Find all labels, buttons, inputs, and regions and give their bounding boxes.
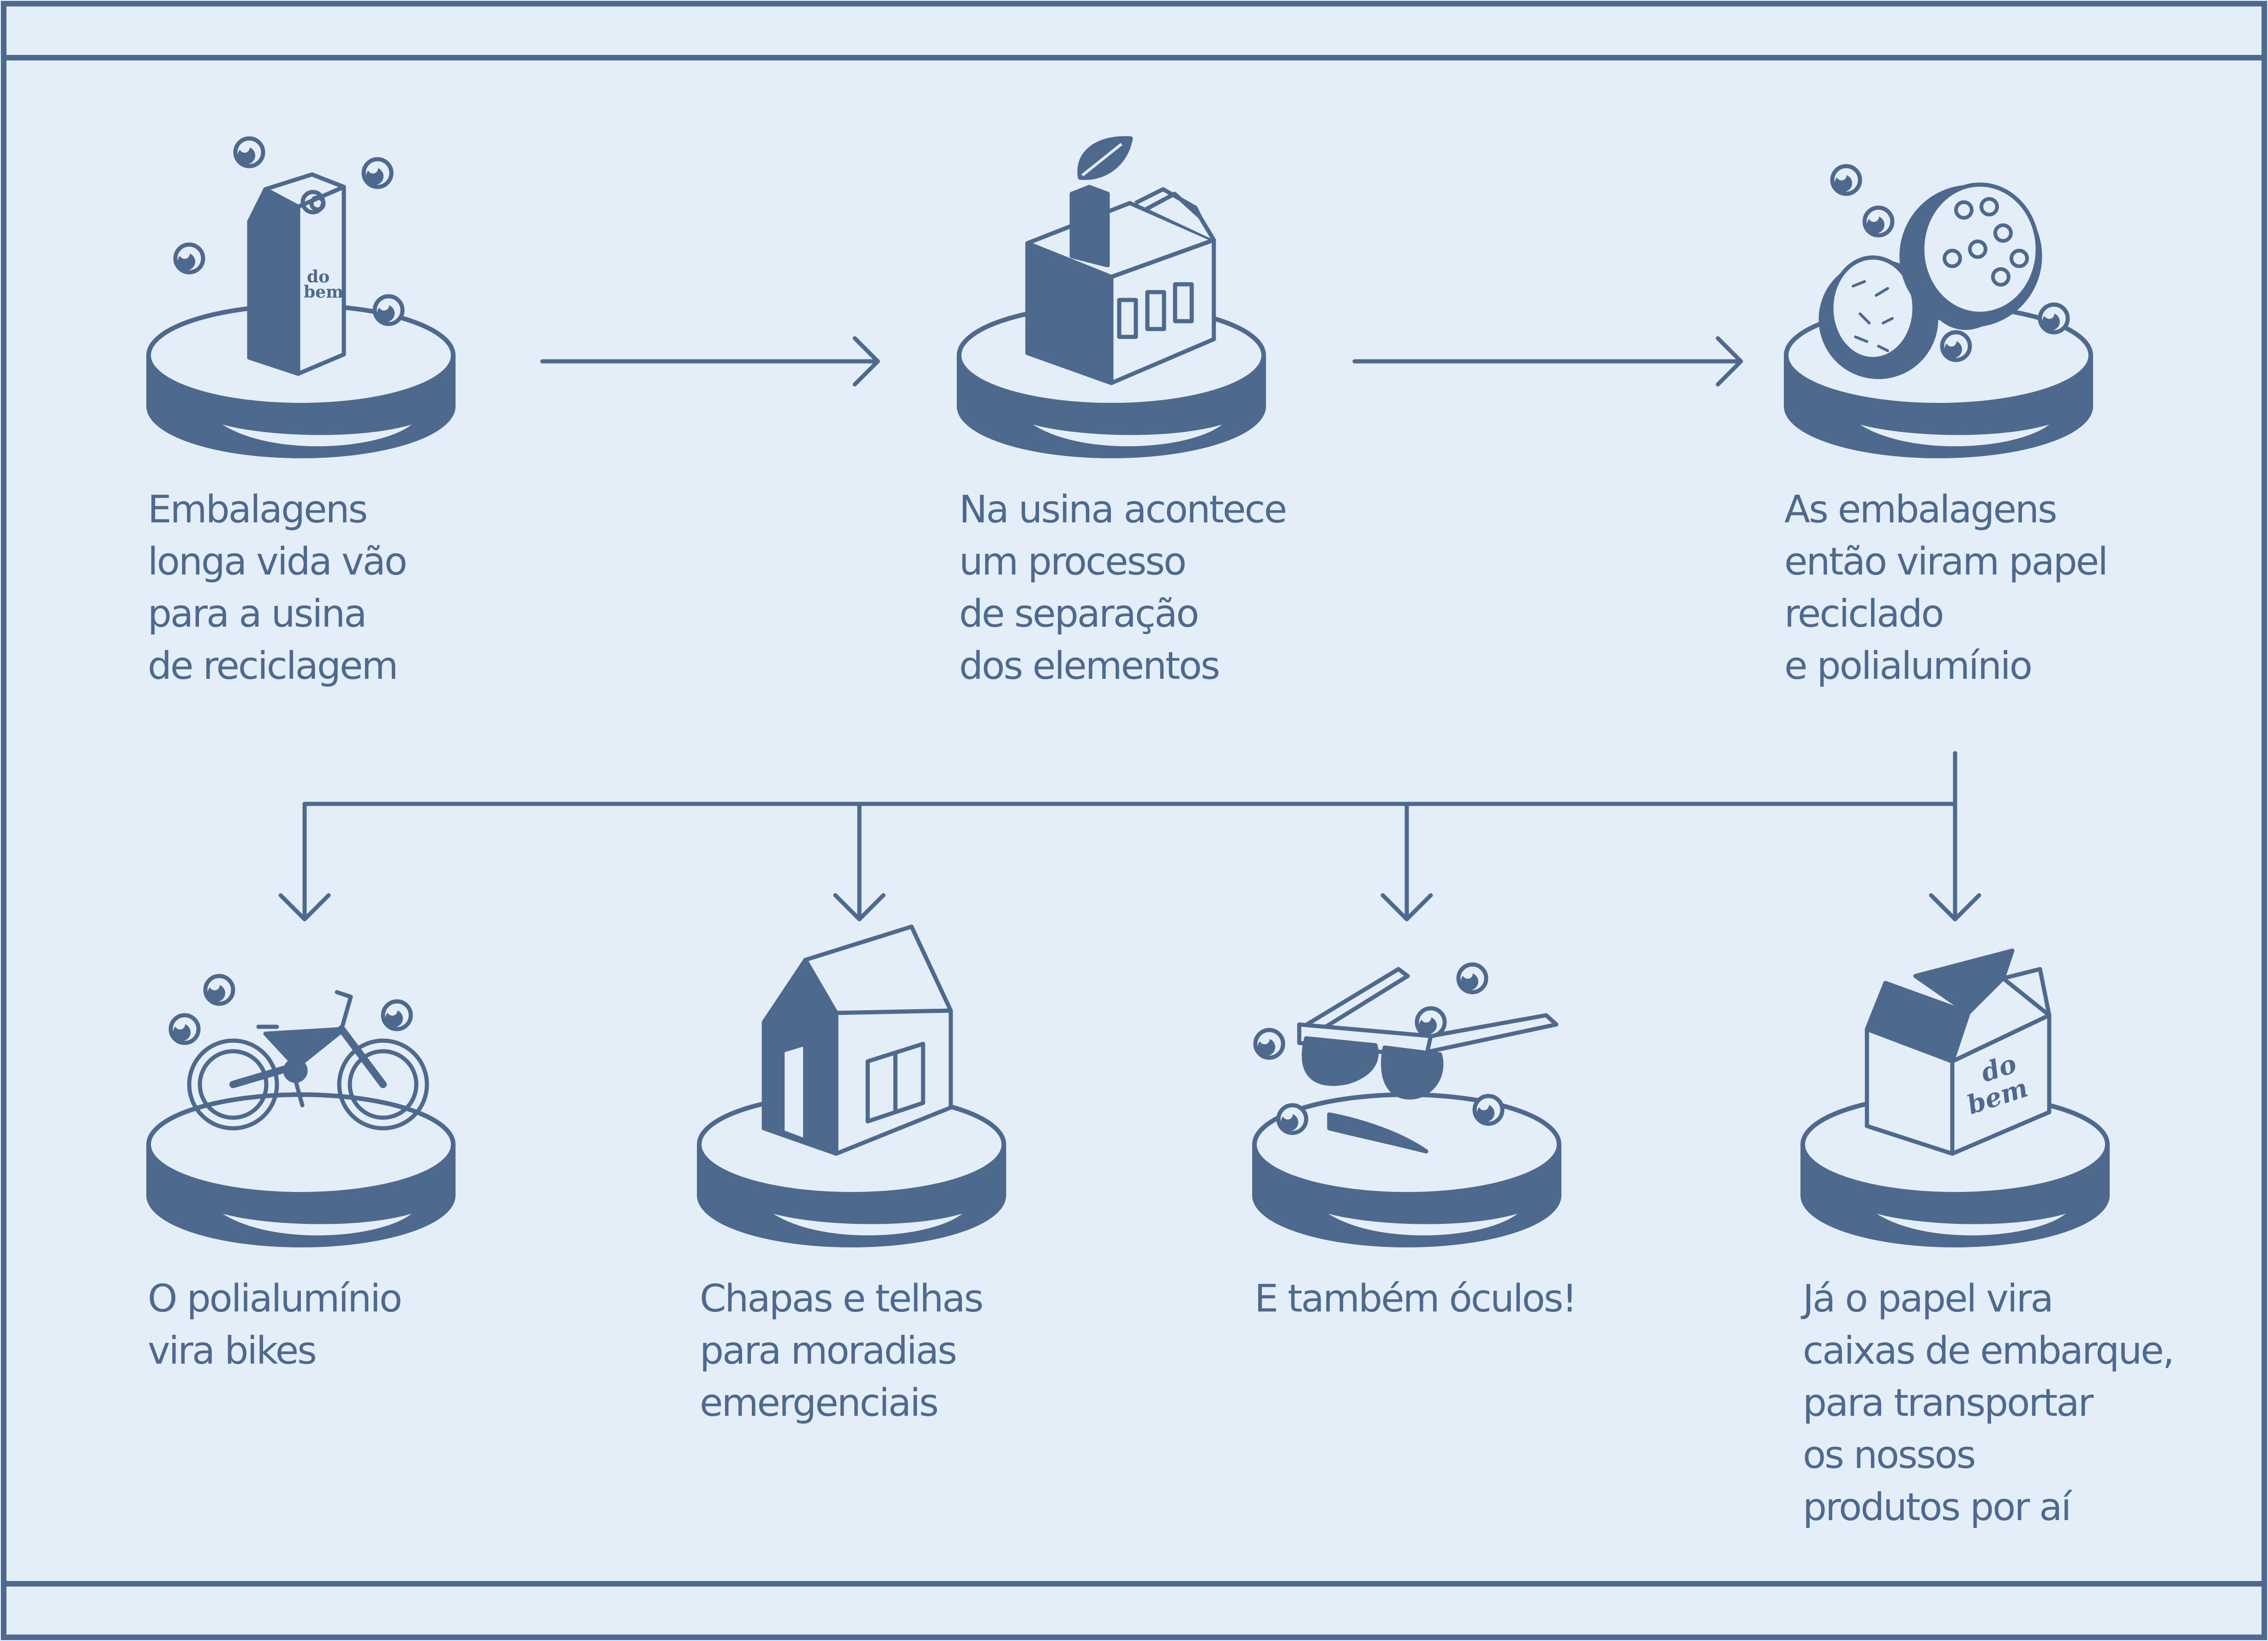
caption-line: para transportar — [1803, 1381, 2094, 1425]
outcome-3-caption: E também óculos! — [1254, 1273, 1577, 1325]
step-3-caption: As embalagens então viram papel reciclad… — [1784, 484, 2108, 692]
sunglasses-icon — [1297, 967, 1559, 1154]
step-2-caption: Na usina acontece um processo de separaç… — [959, 484, 1287, 692]
caption-line: As embalagens — [1784, 488, 2058, 532]
house-icon — [762, 924, 953, 1156]
milk-carton-icon: do bem — [247, 172, 346, 376]
caption-line: os nossos — [1803, 1433, 1976, 1477]
caption-line: então viram papel — [1784, 540, 2108, 584]
caption-line: Embalagens — [148, 488, 368, 532]
step-2-illustration — [959, 136, 1264, 456]
caption-line: Chapas e telhas — [700, 1277, 984, 1321]
step-3-illustration — [1786, 166, 2091, 456]
outcome-1-illustration — [149, 976, 453, 1245]
step-1-caption: Embalagens longa vida vão para a usina d… — [148, 484, 408, 692]
outcome-4-caption: Já o papel vira caixas de embarque, para… — [1803, 1273, 2175, 1533]
caption-line: e polialumínio — [1784, 644, 2033, 688]
caption-line: produtos por aí — [1803, 1485, 2071, 1529]
caption-line: longa vida vão — [148, 540, 408, 584]
caption-line: E também óculos! — [1254, 1277, 1577, 1321]
carton-logo: do — [307, 267, 330, 287]
outcome-4-illustration: do bem — [1803, 948, 2107, 1245]
caption-line: caixas de embarque, — [1803, 1329, 2175, 1373]
outcome-2-caption: Chapas e telhas para moradias emergencia… — [700, 1273, 984, 1429]
caption-line: dos elementos — [959, 644, 1220, 688]
caption-line: vira bikes — [148, 1329, 317, 1373]
svg-text:bem: bem — [304, 282, 343, 302]
bicycle-icon — [187, 990, 429, 1131]
caption-line: emergenciais — [700, 1381, 939, 1425]
caption-line: reciclado — [1784, 592, 1944, 636]
arrows-branch — [278, 751, 1981, 922]
caption-line: Na usina acontece — [959, 488, 1287, 532]
caption-line: para moradias — [700, 1329, 957, 1373]
step-1-illustration: do bem — [149, 138, 453, 456]
caption-line: de reciclagem — [148, 644, 398, 688]
outcome-1-caption: O polialumínio vira bikes — [148, 1273, 402, 1377]
outcome-2-illustration — [699, 924, 1004, 1245]
outcome-3-illustration — [1254, 964, 1559, 1245]
arrows-top — [540, 336, 1743, 387]
paper-rolls-icon — [1818, 182, 2042, 379]
caption-line: de separação — [959, 592, 1200, 636]
caption-line: O polialumínio — [148, 1277, 402, 1321]
factory-icon — [1025, 136, 1216, 385]
caption-line: um processo — [959, 540, 1187, 584]
caption-line: Já o papel vira — [1803, 1277, 2054, 1321]
box-icon: do bem — [1865, 948, 2052, 1156]
caption-line: para a usina — [148, 592, 367, 636]
